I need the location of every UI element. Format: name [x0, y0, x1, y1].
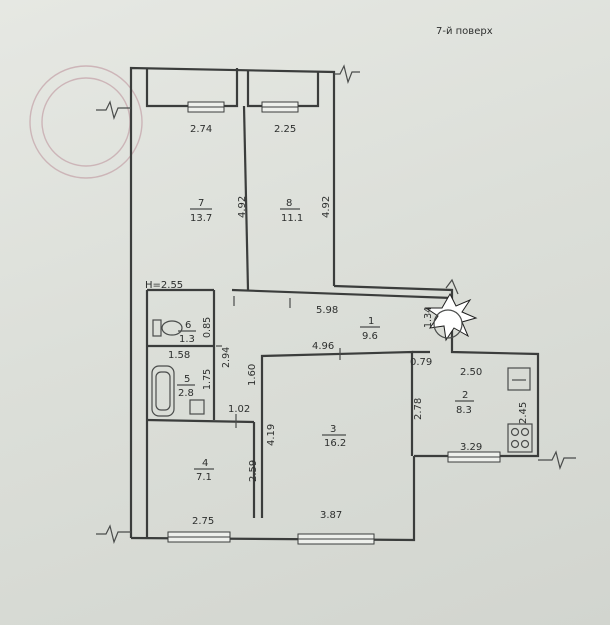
dim-r6-depth: 0.85 — [202, 317, 213, 338]
dim-r5-width: 1.58 — [168, 350, 190, 361]
svg-text:2.8: 2.8 — [178, 388, 194, 399]
room-7-label: 7 13.7 — [190, 198, 212, 224]
kitchen-sink-icon — [507, 367, 531, 391]
svg-text:8.3: 8.3 — [456, 405, 472, 416]
svg-text:7.1: 7.1 — [196, 472, 212, 483]
dim-r3-depth: 4.19 — [266, 424, 277, 446]
svg-text:1: 1 — [368, 316, 374, 327]
svg-text:8: 8 — [286, 198, 292, 209]
windows — [167, 101, 501, 545]
dim-r7-depth: 4.92 — [237, 196, 248, 218]
dim-r4-hall: 1.02 — [228, 404, 250, 415]
svg-text:3: 3 — [330, 424, 336, 435]
dim-r2-depth: 2.45 — [518, 402, 529, 424]
svg-text:7: 7 — [198, 198, 204, 209]
dim-r4-depth: 2.59 — [248, 460, 259, 482]
dim-r2-left: 2.78 — [413, 398, 424, 420]
room-1-label: 1 9.6 — [360, 316, 380, 342]
outer-walls — [129, 66, 540, 542]
svg-text:2: 2 — [462, 390, 468, 401]
svg-text:4: 4 — [202, 458, 208, 469]
dim-r3-top: 4.96 — [312, 341, 334, 352]
window-room-8 — [261, 101, 299, 113]
floor-label: 7-й поверх — [436, 26, 493, 37]
dim-r8-depth: 4.92 — [321, 196, 332, 218]
room-labels: 7 13.7 8 11.1 6 1.3 5 2.8 1 9.6 2 8.3 — [177, 198, 474, 483]
dim-r1-side: 1.34 — [423, 307, 434, 328]
light-flare-icon — [424, 292, 478, 342]
dim-r8-width: 2.25 — [274, 124, 296, 135]
dim-door-0-79: 0.79 — [410, 357, 432, 368]
dim-r5-depth: 1.75 — [202, 369, 213, 390]
room-4-label: 4 7.1 — [194, 458, 214, 483]
room-5-label: 5 2.8 — [177, 374, 195, 399]
window-room-4 — [167, 531, 231, 543]
svg-text:9.6: 9.6 — [362, 331, 378, 342]
window-room-2 — [447, 451, 501, 463]
room-6-label: 6 1.3 — [178, 320, 196, 345]
height-label: H=2.55 — [145, 280, 183, 291]
stove-icon — [507, 423, 533, 453]
dim-r2-width: 2.50 — [460, 367, 482, 378]
interior-walls — [145, 105, 430, 538]
dimension-labels: 2.74 2.25 5.98 1.58 4.96 0.79 2.50 1.02 … — [145, 124, 482, 527]
bathtub-icon — [151, 365, 175, 417]
dim-bath-length: 2.94 — [221, 347, 232, 368]
dim-corridor-depth: 1.60 — [247, 364, 258, 386]
dim-r7-width: 2.74 — [190, 124, 212, 135]
svg-text:11.1: 11.1 — [281, 213, 303, 224]
sink-icon — [189, 399, 205, 415]
room-8-label: 8 11.1 — [280, 198, 303, 224]
dim-r3-width: 3.87 — [320, 510, 342, 521]
window-room-7 — [187, 101, 225, 113]
toilet-icon — [152, 319, 183, 337]
window-room-3 — [297, 533, 375, 545]
svg-text:5: 5 — [184, 374, 190, 385]
ventilation-duct — [433, 309, 463, 339]
dim-corridor-length: 5.98 — [316, 305, 338, 316]
svg-text:6: 6 — [185, 320, 191, 331]
vertical-dimension-labels: 4.92 4.92 0.85 2.94 1.75 1.60 1.34 2.78 … — [202, 196, 529, 482]
svg-text:13.7: 13.7 — [190, 213, 212, 224]
svg-text:16.2: 16.2 — [324, 438, 346, 449]
door-markers — [216, 296, 341, 428]
dim-r4-width: 2.75 — [192, 516, 214, 527]
room-2-label: 2 8.3 — [455, 390, 474, 416]
stamp-seal — [29, 65, 143, 179]
break-lines — [96, 64, 576, 544]
room-3-label: 3 16.2 — [322, 424, 346, 449]
dim-r2-bottom: 3.29 — [460, 442, 482, 453]
svg-text:1.3: 1.3 — [179, 334, 195, 345]
